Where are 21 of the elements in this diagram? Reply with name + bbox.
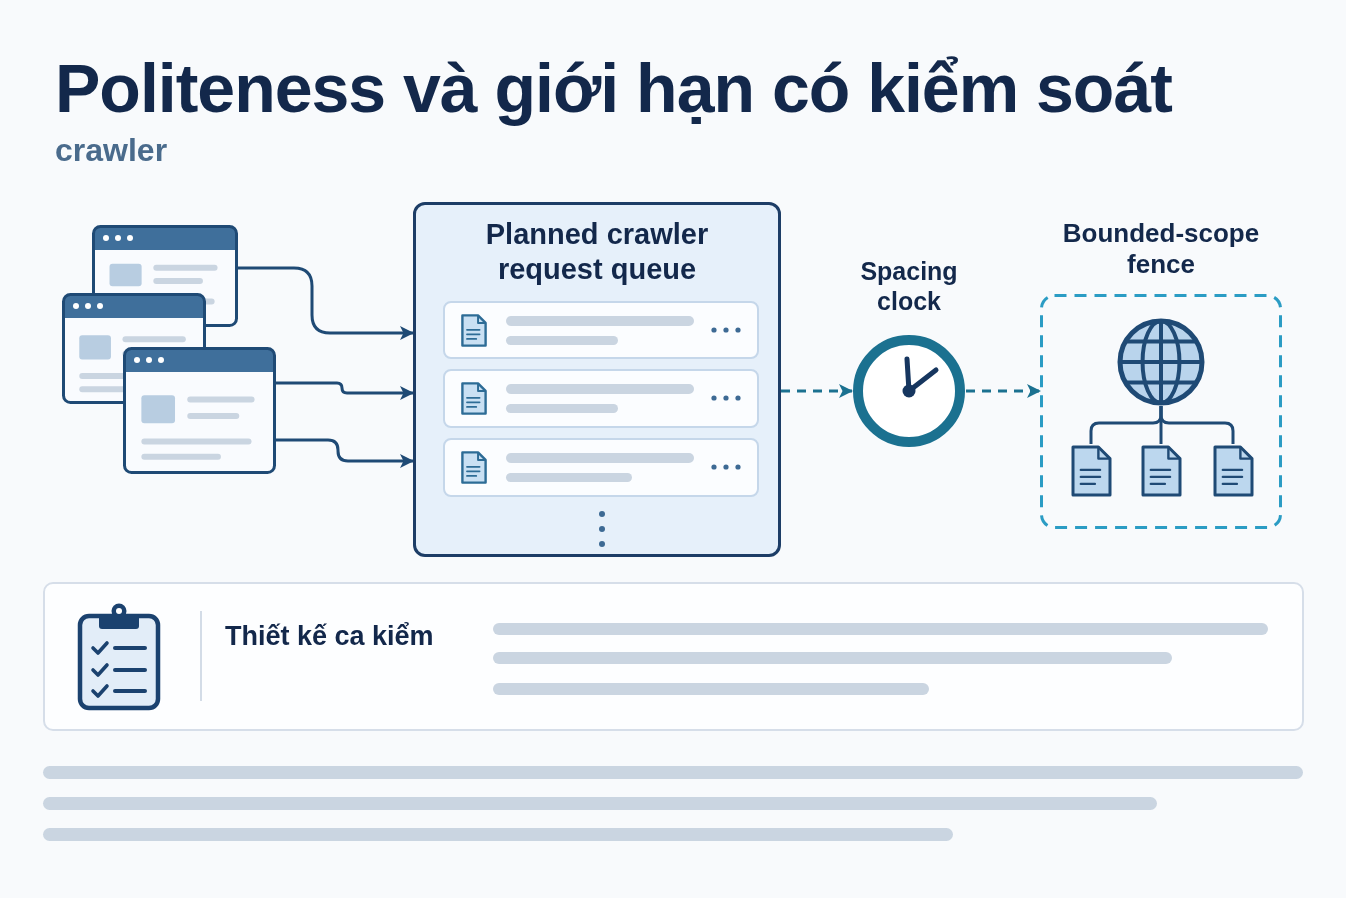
dashed-arrow xyxy=(781,384,853,398)
document-icon xyxy=(1140,444,1183,498)
document-icon xyxy=(1212,444,1255,498)
subtitle: crawler xyxy=(55,132,168,169)
document-icon xyxy=(1070,444,1113,498)
title: Politeness và giới hạn có kiểm soát xyxy=(55,49,1172,128)
queue-item xyxy=(443,369,759,428)
node-title: Bounded-scope fence xyxy=(1061,218,1261,281)
panel-title: Planned crawler request queue xyxy=(484,217,710,287)
queue-item xyxy=(443,438,759,497)
globe-icon xyxy=(1117,318,1205,406)
dashed-arrow xyxy=(966,384,1041,398)
browser-window-icon xyxy=(123,347,276,474)
arrow xyxy=(276,381,414,400)
panel-heading: Thiết kế ca kiểm xyxy=(225,620,435,653)
arrow xyxy=(238,266,414,340)
node-title: Spacing clock xyxy=(859,256,959,316)
info-panel xyxy=(43,582,1304,731)
queue-item xyxy=(443,301,759,359)
arrow xyxy=(276,438,414,468)
queue-panel xyxy=(413,202,781,557)
